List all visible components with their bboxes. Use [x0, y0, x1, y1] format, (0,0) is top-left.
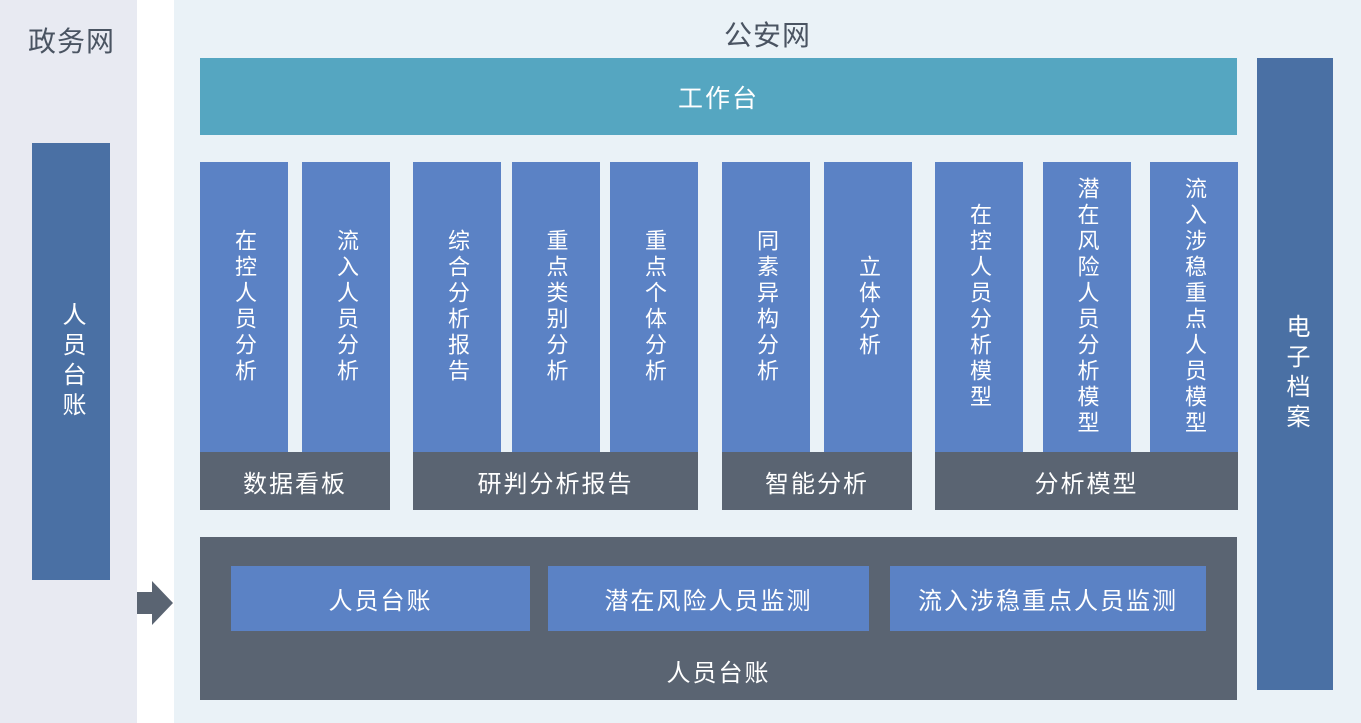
police-network-title: 公安网 [723, 20, 811, 51]
module-bar-label: 在控人员分析 [232, 229, 257, 385]
gov-personnel-ledger-label: 人员台账 [58, 301, 85, 422]
group-bars: 在控人员分析模型 潜在风险人员分析模型 流入涉稳重点人员模型 [935, 162, 1238, 452]
group-label: 智能分析 [722, 452, 912, 510]
module-bar: 重点个体分析 [610, 162, 698, 452]
module-bar: 在控人员分析 [200, 162, 288, 452]
module-bar-label: 综合分析报告 [445, 229, 470, 385]
module-bar: 流入涉稳重点人员模型 [1150, 162, 1238, 452]
group-bars: 同素异构分析 立体分析 [722, 162, 912, 452]
group-bars: 在控人员分析 流入人员分析 [200, 162, 390, 452]
police-network-panel: 公安网 工作台 在控人员分析 流入人员分析 数据看板 综合分析报告 [174, 0, 1361, 723]
module-bar: 立体分析 [824, 162, 912, 452]
module-bar: 潜在风险人员分析模型 [1042, 162, 1131, 452]
workbench-bar: 工作台 [200, 58, 1237, 135]
gov-network-panel: 政务网 人员台账 [0, 0, 137, 723]
module-bar-label: 在控人员分析模型 [967, 203, 992, 411]
module-bar: 同素异构分析 [722, 162, 810, 452]
module-bar-label: 重点个体分析 [642, 229, 667, 385]
inflow-key-person-monitor-button: 流入涉稳重点人员监测 [890, 566, 1206, 631]
gov-network-title: 政务网 [28, 26, 116, 57]
group-analysis-models: 在控人员分析模型 潜在风险人员分析模型 流入涉稳重点人员模型 分析模型 [935, 162, 1238, 510]
right-arrow-icon [137, 581, 174, 626]
potential-risk-monitor-button: 潜在风险人员监测 [548, 566, 869, 631]
personnel-ledger-panel: 人员台账 潜在风险人员监测 流入涉稳重点人员监测 人员台账 [200, 537, 1237, 700]
group-data-dashboard: 在控人员分析 流入人员分析 数据看板 [200, 162, 390, 510]
module-bar-label: 流入人员分析 [334, 229, 359, 385]
personnel-ledger-button: 人员台账 [231, 566, 530, 631]
group-label: 数据看板 [200, 452, 390, 510]
group-bars: 综合分析报告 重点类别分析 重点个体分析 [413, 162, 698, 452]
module-bar: 重点类别分析 [511, 162, 600, 452]
group-label: 研判分析报告 [413, 452, 698, 510]
electronic-archive-bar: 电子档案 [1257, 58, 1333, 690]
module-bar: 在控人员分析模型 [935, 162, 1023, 452]
module-bar: 流入人员分析 [302, 162, 390, 452]
personnel-ledger-panel-label: 人员台账 [666, 660, 771, 687]
electronic-archive-label: 电子档案 [1282, 314, 1309, 434]
module-bar-label: 立体分析 [856, 255, 881, 359]
module-bar-label: 潜在风险人员分析模型 [1074, 177, 1100, 437]
group-analysis-report: 综合分析报告 重点类别分析 重点个体分析 研判分析报告 [413, 162, 698, 510]
group-intelligent-analysis: 同素异构分析 立体分析 智能分析 [722, 162, 912, 510]
group-label: 分析模型 [935, 452, 1238, 510]
module-bar-label: 同素异构分析 [754, 229, 779, 385]
module-bar-label: 重点类别分析 [543, 229, 569, 385]
module-bar: 综合分析报告 [413, 162, 501, 452]
module-bar-label: 流入涉稳重点人员模型 [1182, 177, 1207, 437]
workbench-label: 工作台 [677, 84, 759, 113]
gov-personnel-ledger-bar: 人员台账 [32, 143, 110, 580]
